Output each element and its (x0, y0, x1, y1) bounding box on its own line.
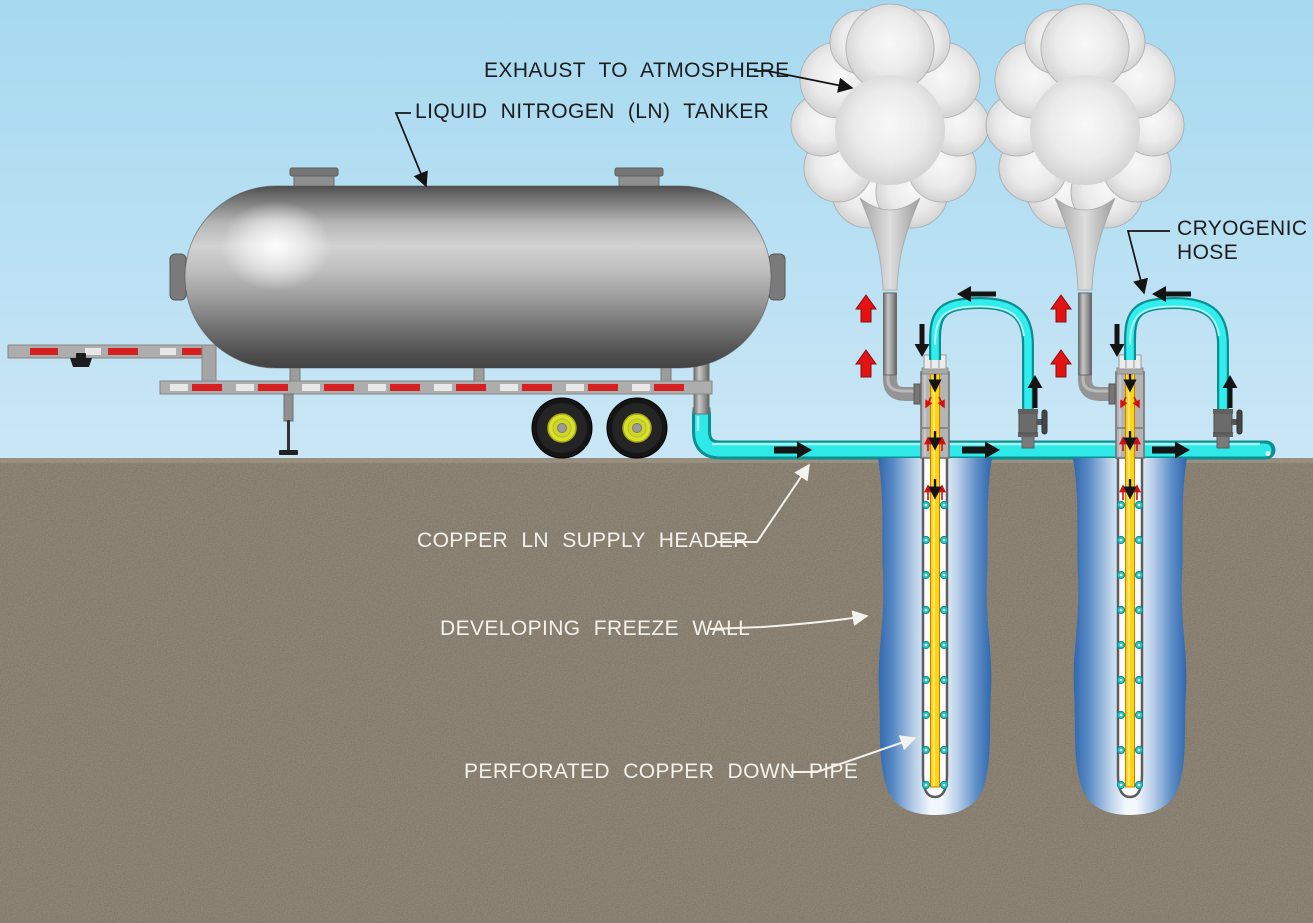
label-exhaust-to-atmosphere: EXHAUST TO ATMOSPHERE (484, 59, 790, 82)
ln-tanker (7, 167, 786, 459)
header-flow-arrows (774, 441, 1190, 459)
tank-highlight (221, 201, 331, 291)
tank-body (184, 185, 772, 369)
label-leaders (394, 70, 1170, 773)
label-developing-freeze-wall: DEVELOPING FREEZE WALL (440, 617, 751, 640)
tanker-leader (394, 112, 428, 188)
label-copper-ln-supply-header: COPPER LN SUPPLY HEADER (417, 529, 749, 552)
label-cryogenic-hose: CRYOGENIC HOSE (1177, 217, 1308, 264)
jack-stand (279, 393, 298, 455)
label-liquid-nitrogen-tanker: LIQUID NITROGEN (LN) TANKER (415, 100, 770, 123)
freeze-wall-leader (709, 610, 869, 630)
supply-header-leader (716, 463, 810, 543)
label-perforated-copper-down-pipe: PERFORATED COPPER DOWN PIPE (464, 760, 859, 783)
exhaust-leader (754, 70, 854, 93)
hitch-coupler (70, 358, 92, 367)
wheels (531, 397, 668, 459)
down-pipe-leader (791, 735, 917, 773)
trailer-frame (159, 380, 713, 395)
tow-bar (7, 344, 217, 390)
cryogenic-hose-leader (1126, 230, 1170, 295)
